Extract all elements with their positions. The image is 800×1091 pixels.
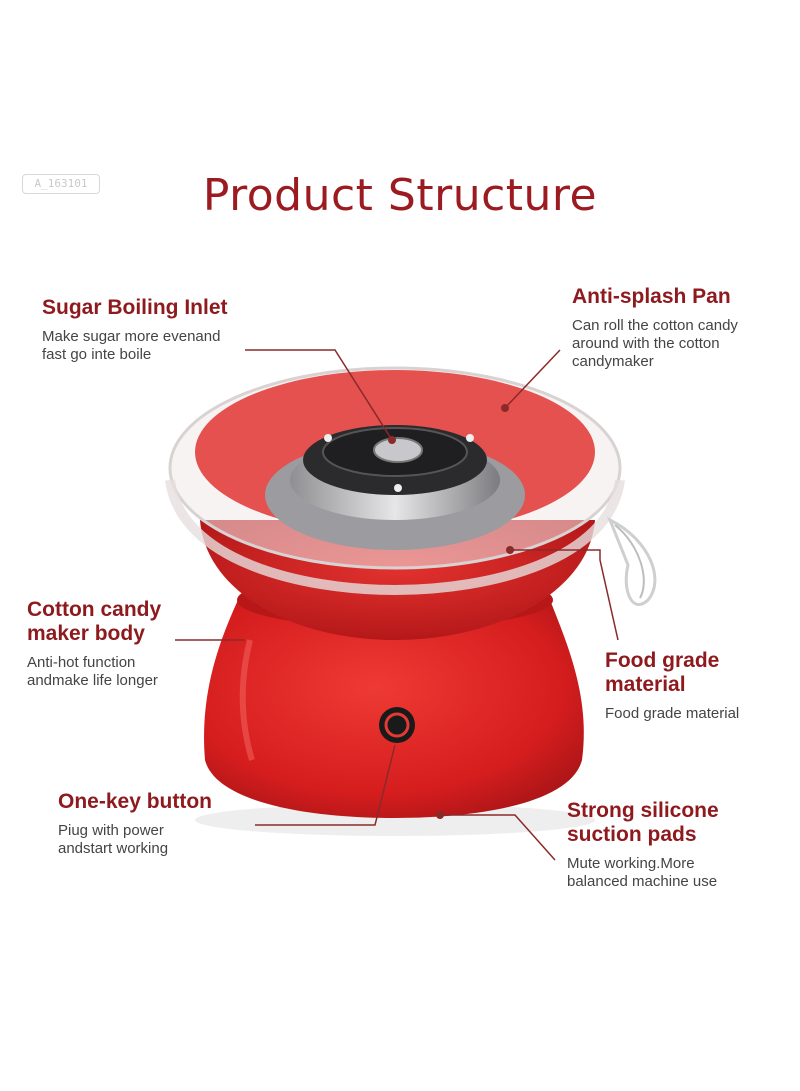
callout-heading: Anti-splash Pan	[572, 285, 731, 308]
callout-description: Piug with power andstart working	[58, 822, 169, 857]
body-highlight	[239, 639, 255, 761]
callout-heading: Cotton candy maker body	[27, 598, 162, 645]
callout-one-key: One-key button Piug with power andstart …	[58, 790, 212, 858]
power-button	[379, 707, 415, 743]
callout-suction: Strong silicone suction pads Mute workin…	[567, 799, 719, 891]
leader-one-key	[255, 744, 396, 826]
watermark-stamp: A_163101	[22, 174, 100, 194]
callout-body: Cotton candy maker body Anti-hot functio…	[27, 598, 161, 690]
callout-heading: Strong silicone suction pads	[567, 799, 719, 846]
page-title: Product Structure	[202, 170, 598, 221]
anti-splash-lip	[165, 479, 625, 596]
callout-heading: One-key button	[58, 790, 213, 813]
callout-sugar-inlet: Sugar Boiling Inlet Make sugar more even…	[42, 296, 228, 364]
leader-suction	[440, 814, 556, 861]
callout-anti-splash: Anti-splash Pan Can roll the cotton cand…	[572, 285, 738, 371]
callout-heading: Sugar Boiling Inlet	[42, 296, 228, 319]
callout-description: Can roll the cotton candy around with th…	[572, 317, 738, 370]
sugar-inlet	[373, 437, 423, 463]
base-shadow	[195, 804, 595, 836]
leader-sugar-inlet	[245, 349, 393, 441]
callout-description: Mute working.More balanced machine use	[567, 855, 718, 890]
callout-description: Anti-hot function andmake life longer	[27, 654, 158, 689]
power-button-ring	[384, 712, 410, 738]
callout-heading: Food grade material	[605, 649, 720, 696]
callout-description: Food grade material	[605, 705, 740, 722]
callout-food-grade: Food grade material Food grade material	[605, 649, 739, 723]
leader-anti-splash	[504, 349, 561, 409]
leader-food-grade	[510, 549, 619, 641]
whisk-wire	[607, 516, 657, 606]
callout-description: Make sugar more evenand fast go inte boi…	[42, 328, 221, 363]
